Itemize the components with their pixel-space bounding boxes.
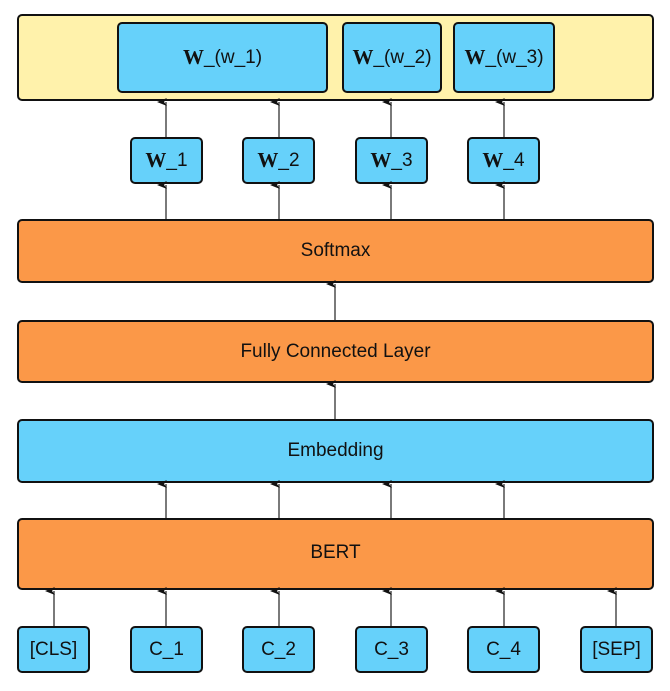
- output-node-w1-bold: W: [182, 45, 204, 69]
- token-c4-label: C_4: [486, 638, 521, 660]
- token-sep-label: [SEP]: [592, 638, 641, 660]
- token-sep: [SEP]: [580, 626, 653, 673]
- token-c1: C_1: [130, 626, 203, 673]
- token-c2-label: C_2: [261, 638, 296, 660]
- word-node-4-label: _4: [503, 149, 525, 171]
- word-node-4-bold: W: [482, 148, 504, 172]
- token-c3: C_3: [355, 626, 428, 673]
- softmax-layer: Softmax: [17, 219, 654, 283]
- token-c1-label: C_1: [149, 638, 184, 660]
- word-node-1: W_1: [130, 137, 203, 184]
- word-node-3-bold: W: [370, 148, 392, 172]
- token-c2: C_2: [242, 626, 315, 673]
- word-node-2: W_2: [242, 137, 315, 184]
- word-node-2-bold: W: [257, 148, 279, 172]
- embedding-layer-label: Embedding: [287, 440, 384, 461]
- word-node-2-label: _2: [278, 149, 300, 171]
- output-node-w3-label: _(w_3): [485, 46, 544, 68]
- output-node-w1-label: _(w_1): [203, 46, 263, 68]
- bert-layer: BERT: [17, 518, 654, 590]
- output-node-w3-bold: W: [464, 45, 486, 69]
- word-node-1-label: _1: [166, 149, 188, 171]
- bert-layer-label: BERT: [310, 542, 361, 563]
- output-node-w1: W_(w_1): [117, 22, 328, 93]
- output-node-w2-label: _(w_2): [373, 46, 432, 68]
- fully-connected-layer-label: Fully Connected Layer: [240, 340, 431, 362]
- word-node-3-label: _3: [391, 149, 413, 171]
- word-node-3: W_3: [355, 137, 428, 184]
- token-c4: C_4: [467, 626, 540, 673]
- output-node-w2: W_(w_2): [342, 22, 442, 93]
- output-group-container: [17, 14, 654, 101]
- token-c3-label: C_3: [374, 638, 409, 660]
- output-node-w2-bold: W: [352, 45, 374, 69]
- output-node-w3: W_(w_3): [453, 22, 555, 93]
- softmax-layer-label: Softmax: [300, 240, 371, 261]
- token-cls-label: [CLS]: [29, 638, 78, 660]
- fully-connected-layer: Fully Connected Layer: [17, 320, 654, 383]
- word-node-1-bold: W: [145, 148, 167, 172]
- embedding-layer: Embedding: [17, 419, 654, 483]
- word-node-4: W_4: [467, 137, 540, 184]
- token-cls: [CLS]: [17, 626, 90, 673]
